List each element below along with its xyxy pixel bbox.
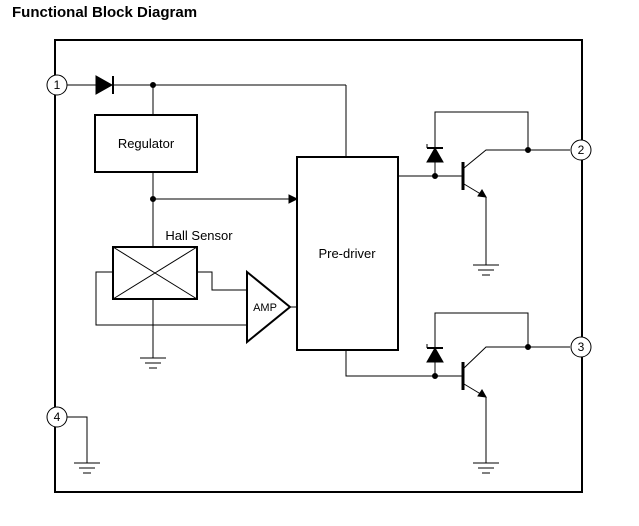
input-diode: [95, 75, 114, 95]
regulator-to-predriver-arrow: [288, 194, 299, 204]
lower-zener-diode: [426, 346, 444, 363]
hall-sensor-block: [112, 246, 198, 300]
regulator-label: Regulator: [118, 136, 175, 151]
upper-zener-diode: [426, 146, 444, 163]
amp-label: AMP: [253, 302, 277, 314]
regulator-block: [94, 114, 198, 173]
pre-driver-label: Pre-driver: [318, 246, 376, 261]
hall-sensor-label: Hall Sensor: [165, 228, 233, 243]
pin-2-label: 2: [578, 143, 585, 157]
amp-triangle: [246, 269, 292, 345]
pin-3-circle: [570, 336, 592, 358]
pre-driver-block: [296, 156, 399, 351]
pin-1-label: 1: [54, 78, 61, 92]
pin-4-label: 4: [54, 410, 61, 424]
pin-2-circle: [570, 139, 592, 161]
pin-1-circle: [46, 74, 68, 96]
ic-package-outline: [54, 39, 583, 493]
diagram-title: Functional Block Diagram: [12, 4, 198, 21]
pin-4-circle: [46, 406, 68, 428]
pin-3-label: 3: [578, 340, 585, 354]
